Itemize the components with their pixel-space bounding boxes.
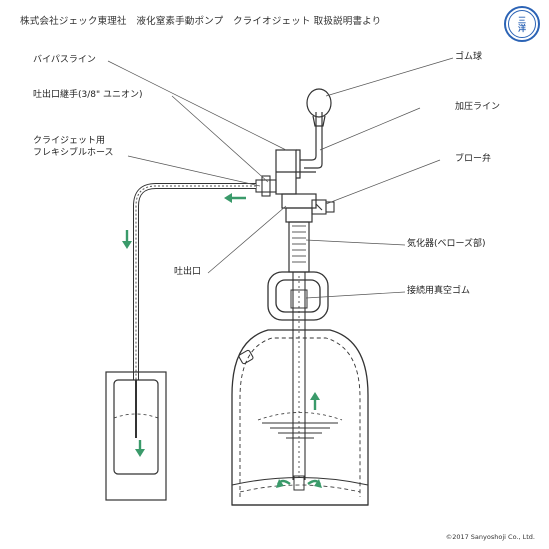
- dewar-handle: [267, 271, 329, 321]
- blow-valve: [311, 199, 335, 215]
- logo-mark: 三洋: [508, 10, 536, 38]
- leader-lines: [107, 57, 454, 299]
- label-outlet: 吐出口: [174, 267, 202, 277]
- flexible-hose: [133, 183, 256, 380]
- label-pressure-line: 加圧ライン: [455, 102, 501, 112]
- top-fitting: [275, 112, 323, 223]
- logo-text: 三洋: [517, 16, 527, 32]
- receiving-cup: [105, 371, 167, 501]
- label-bypass-line: バイパスライン: [33, 55, 96, 65]
- dewar-vessel: [231, 329, 369, 506]
- label-flex-hose-line2: フレキシブルホース: [33, 148, 114, 158]
- label-vacuum-rubber: 接続用真空ゴム: [407, 286, 471, 296]
- copyright-notice: ©2017 Sanyoshoji Co., Ltd.: [445, 533, 535, 541]
- liquid-level: [262, 422, 338, 439]
- rubber-bulb: [306, 88, 332, 127]
- document-title: 株式会社ジェック東理社 液化窒素手動ポンプ クライオジェット 取扱説明書より: [20, 16, 382, 27]
- label-flex-hose-line1: クライジェット用: [33, 136, 106, 146]
- label-outlet-fitting: 吐出口継手(3/8" ユニオン): [33, 90, 143, 100]
- company-logo: 三洋: [504, 6, 540, 42]
- label-rubber-bulb: ゴム球: [455, 52, 483, 62]
- vaporizer-tube: [288, 221, 310, 491]
- label-vaporizer: 気化器(ベローズ部): [407, 239, 486, 249]
- label-blow-valve: ブロー弁: [455, 154, 492, 164]
- dewar-side-port: [238, 349, 254, 365]
